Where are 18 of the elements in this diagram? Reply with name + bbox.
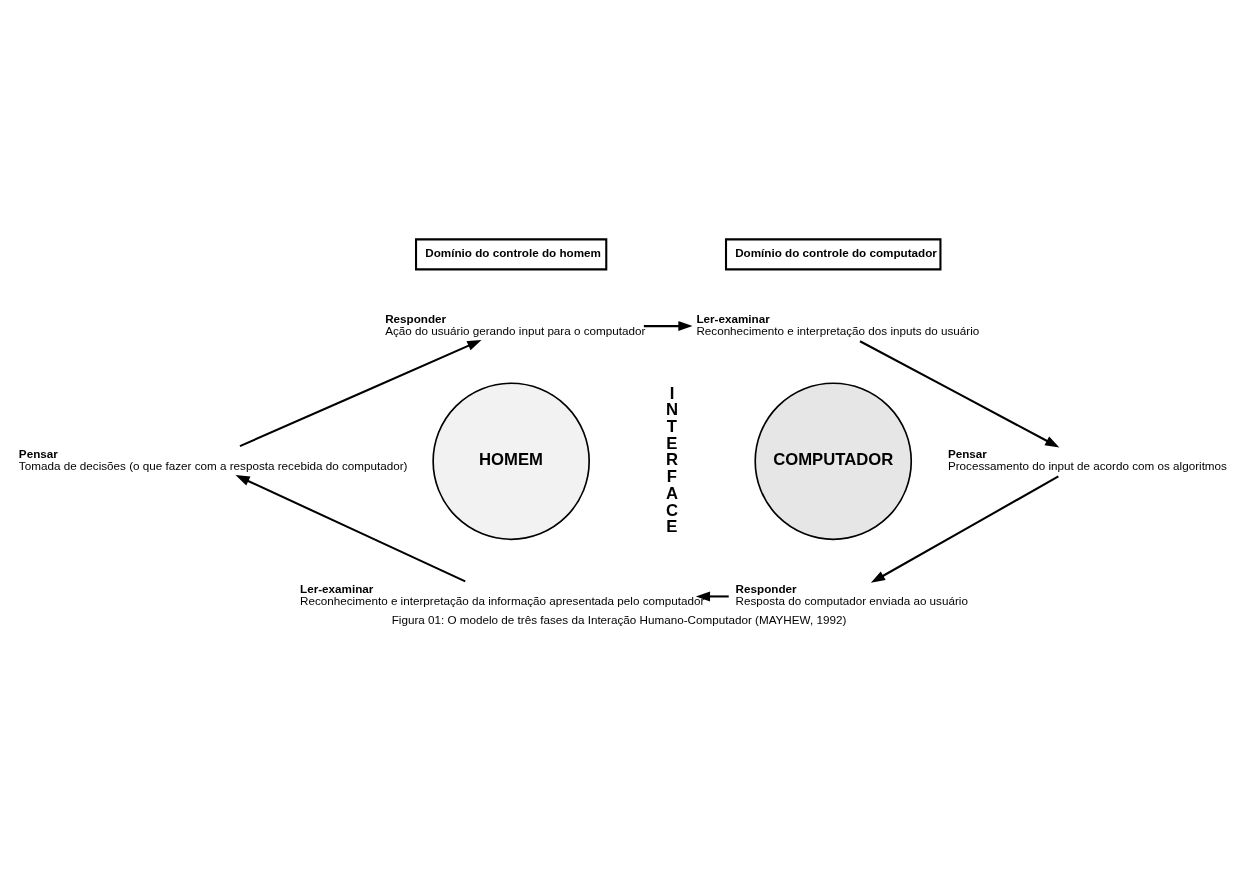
node-circle: HOMEM <box>432 382 590 541</box>
caption: Figura 01: O modelo de três fases da Interação Humano-Computador (MAYHEW, 1992) <box>391 613 847 627</box>
label: INTERFACE <box>665 383 678 537</box>
arrow <box>239 339 482 448</box>
node-box: Domínio do controle do homem <box>415 238 608 271</box>
node-text: Pensar Processamento do input de acordo com os algoritmos <box>947 447 1227 472</box>
node-text: Responder Resposta do computador enviada ao usuário <box>735 582 968 607</box>
node-text: Ler-examinar Reconhecimento e interpretação da informação apresentada pelo computador <box>300 582 705 607</box>
node-text: Responder Ação do usuário gerando input para o computador <box>385 311 646 337</box>
node-box: Domínio do controle do computador <box>724 238 942 271</box>
arrow <box>235 475 466 583</box>
arrow <box>695 591 729 602</box>
arrow <box>859 340 1060 448</box>
arrow <box>643 321 693 332</box>
node-text: Ler-examinar Reconhecimento e interpretação dos inputs do usuário <box>696 311 980 337</box>
node-text: Pensar Tomada de decisões (o que fazer com a resposta recebida do computador) <box>18 447 408 472</box>
node-circle: COMPUTADOR <box>754 382 913 541</box>
arrow <box>870 475 1059 583</box>
